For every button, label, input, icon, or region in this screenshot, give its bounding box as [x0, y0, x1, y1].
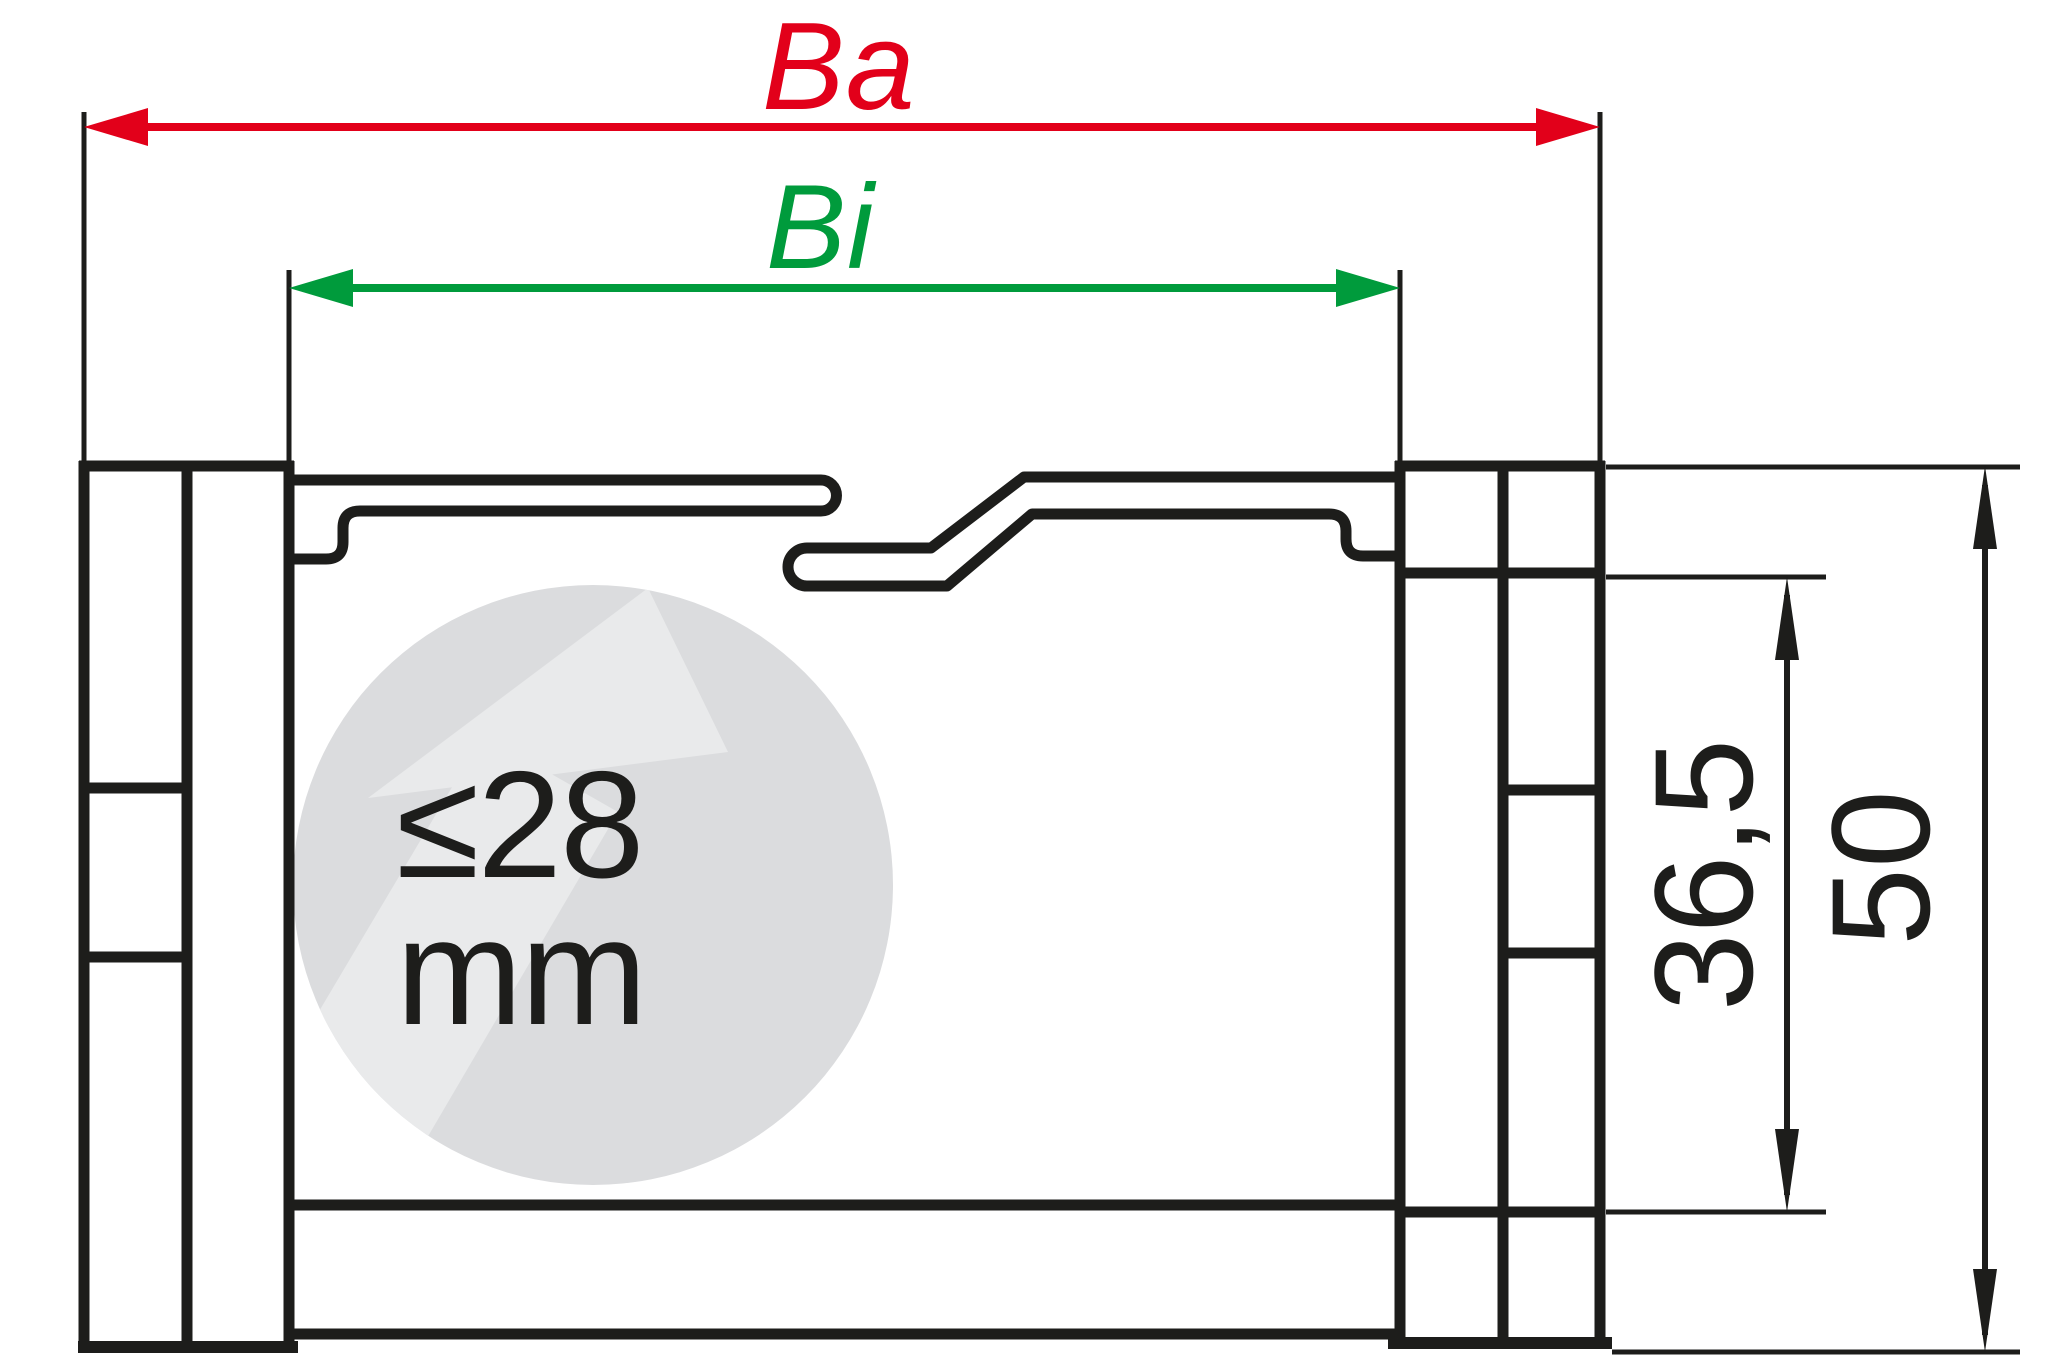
ba-arrowhead-left — [84, 108, 148, 146]
lid-left-flap — [283, 474, 842, 565]
bi-arrowhead-left — [289, 269, 353, 307]
left-side-bracket — [78, 460, 298, 1353]
up-right-arrow-icon — [293, 588, 728, 1150]
ba-dimension-arrow — [84, 108, 1600, 146]
lid-right-flap — [782, 471, 1406, 592]
h50-arrowhead-down — [1973, 1269, 1997, 1352]
bi-dimension-arrow — [289, 269, 1400, 307]
h50-arrowhead-up — [1973, 466, 1997, 549]
right-side-bracket — [1388, 460, 1612, 1349]
inner-height-label: 36,5 — [1625, 738, 1782, 1012]
bi-arrowhead-right — [1336, 269, 1400, 307]
outer-width-label: Ba — [762, 0, 916, 136]
carrier-body-outline — [78, 460, 1612, 1353]
height-50-dimension-arrow — [1973, 466, 1997, 1352]
extension-lines — [81, 112, 2020, 1355]
bottom-crossbar — [289, 1199, 1400, 1340]
h365-arrowhead-up — [1775, 577, 1799, 660]
watermark-circle — [293, 585, 893, 1185]
outer-height-label: 50 — [1802, 790, 1959, 946]
watermark-value: ≤28 — [396, 740, 644, 910]
watermark-unit: mm — [396, 887, 647, 1057]
height-365-dimension-arrow — [1775, 577, 1799, 1212]
inner-width-label: Bi — [766, 160, 875, 294]
ba-arrowhead-right — [1536, 108, 1600, 146]
h365-arrowhead-down — [1775, 1129, 1799, 1212]
